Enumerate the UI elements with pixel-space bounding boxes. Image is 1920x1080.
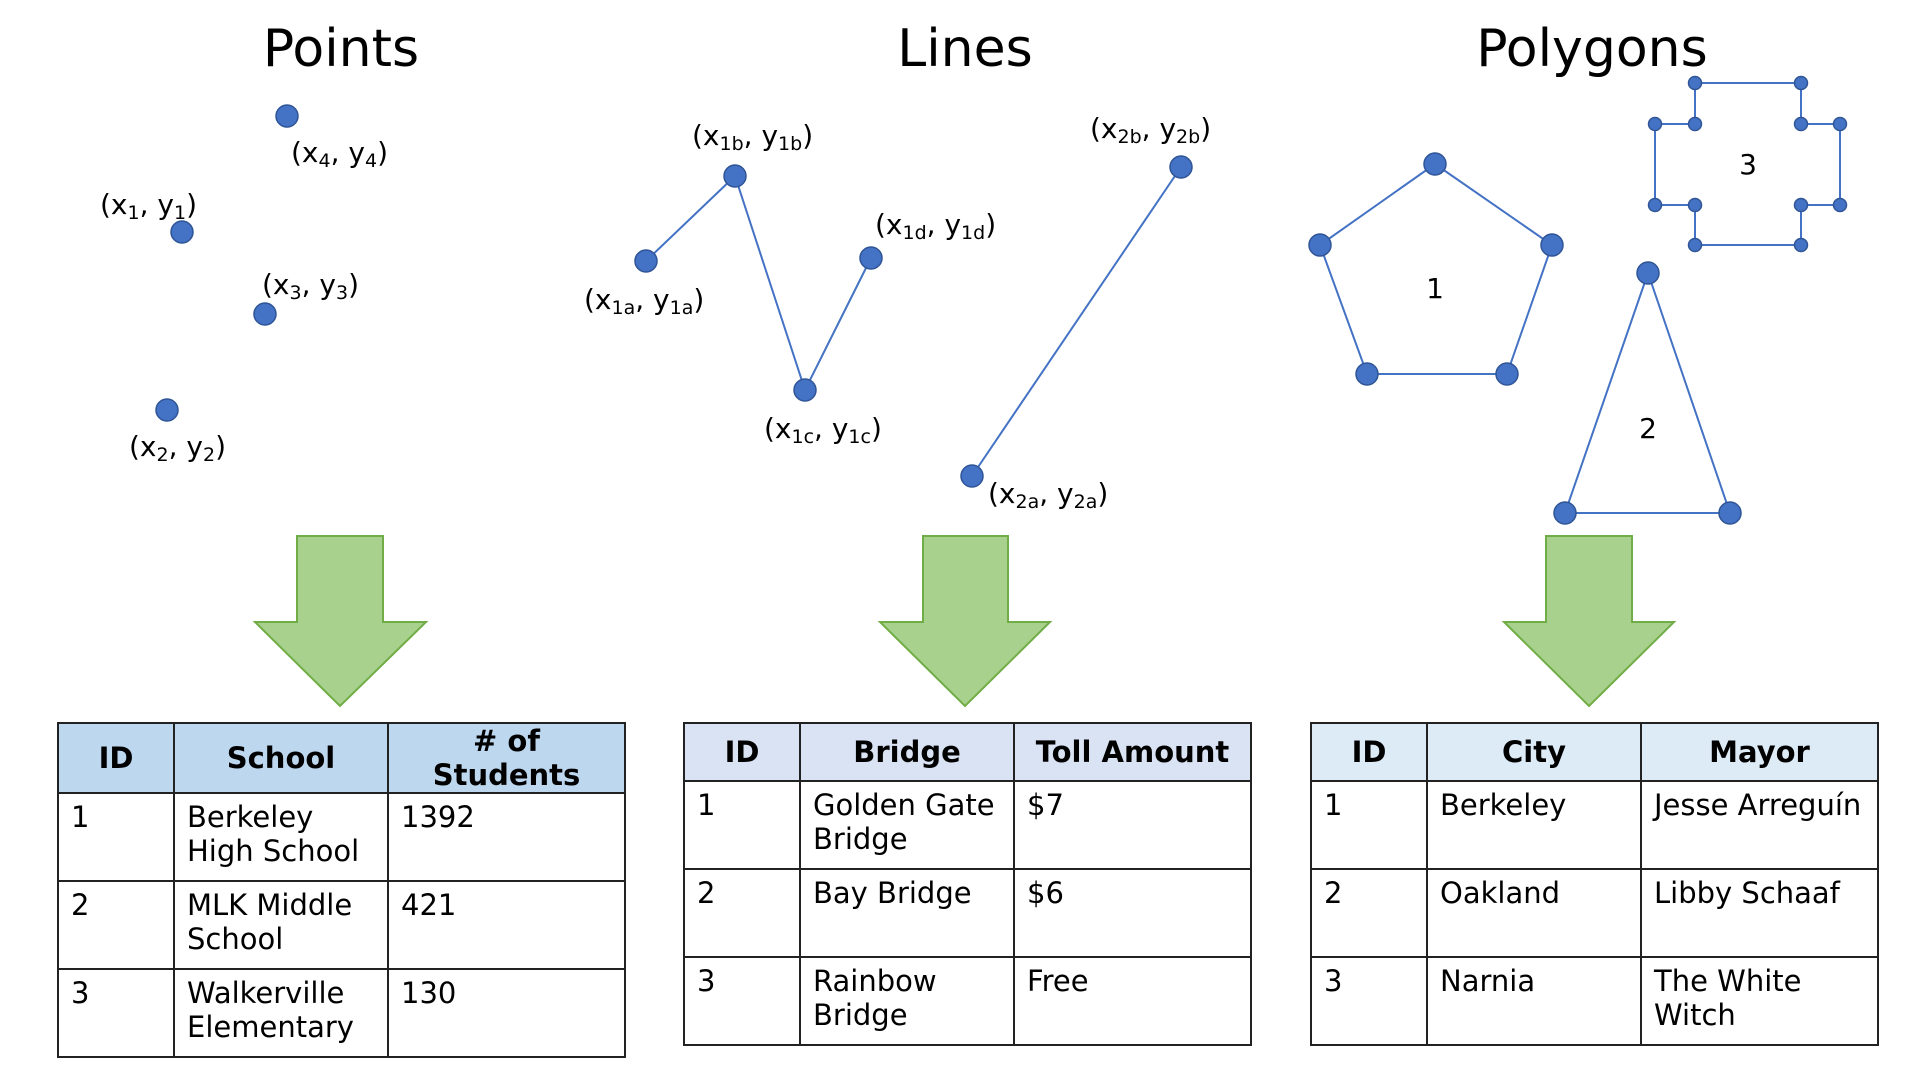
cell-school: Walkerville Elementary	[173, 968, 389, 1058]
polygon-1-vertex	[1308, 233, 1332, 257]
header-bridge: Bridge	[799, 722, 1015, 782]
cell-school: MLK Middle School	[173, 880, 389, 970]
point-4	[275, 104, 299, 128]
cell-mayor: Libby Schaaf	[1640, 868, 1879, 958]
header-mayor: Mayor	[1640, 722, 1879, 782]
header-id: ID	[57, 722, 175, 794]
polygon-1-vertex	[1495, 362, 1519, 386]
line-2	[971, 166, 1182, 477]
cell-id: 3	[1310, 956, 1428, 1046]
header-id: ID	[683, 722, 801, 782]
cell-mayor: Jesse Arreguín	[1640, 780, 1879, 870]
line-1-vertex-b	[723, 164, 747, 188]
polygon-3-label: 3	[1739, 148, 1757, 181]
point-2	[155, 398, 179, 422]
polygon-1	[1318, 162, 1554, 375]
lines-group	[634, 155, 1193, 488]
cell-id: 2	[57, 880, 175, 970]
line-1-vertex-a	[634, 249, 658, 273]
cell-school: Berkeley High School	[173, 792, 389, 882]
polygon-2-vertex	[1718, 501, 1742, 525]
cell-id: 2	[683, 868, 801, 958]
polygon-1-label: 1	[1426, 272, 1444, 305]
cell-toll: Free	[1013, 956, 1252, 1046]
arrow-down-icon	[252, 535, 429, 708]
cell-id: 2	[1310, 868, 1428, 958]
header-toll: Toll Amount	[1013, 722, 1252, 782]
cell-city: Berkeley	[1426, 780, 1642, 870]
point-4-label: (x4, y4)	[291, 136, 388, 172]
point-3-label: (x3, y3)	[262, 268, 359, 304]
table-header-row: ID Bridge Toll Amount	[683, 722, 1252, 782]
cell-city: Oakland	[1426, 868, 1642, 958]
header-city: City	[1426, 722, 1642, 782]
point-2-label: (x2, y2)	[129, 430, 226, 466]
polygon-1-vertex	[1540, 233, 1564, 257]
cell-toll: $7	[1013, 780, 1252, 870]
cell-id: 3	[683, 956, 801, 1046]
point-1-label: (x1, y1)	[100, 188, 197, 224]
polygon-2	[1563, 269, 1732, 514]
cell-students: 421	[387, 880, 626, 970]
lines-title: Lines	[897, 19, 1033, 79]
line-2-vertex-a	[960, 464, 984, 488]
cell-city: Narnia	[1426, 956, 1642, 1046]
polygon-2-vertex	[1553, 501, 1577, 525]
line-1-vertex-d	[859, 246, 883, 270]
cell-students: 1392	[387, 792, 626, 882]
line-1c-label: (x1c, y1c)	[764, 412, 882, 448]
polygons-title: Polygons	[1476, 19, 1708, 79]
cell-id: 3	[57, 968, 175, 1058]
polygons-group	[1308, 75, 1848, 525]
polygon-2-label: 2	[1639, 412, 1657, 445]
polygon-3-vertices	[1647, 75, 1848, 253]
cell-id: 1	[1310, 780, 1428, 870]
cell-id: 1	[57, 792, 175, 882]
arrow-down-icon	[877, 535, 1053, 708]
cell-bridge: Bay Bridge	[799, 868, 1015, 958]
polygon-1-vertex	[1355, 362, 1379, 386]
arrows-group	[252, 535, 1677, 708]
cell-bridge: Golden Gate Bridge	[799, 780, 1015, 870]
cell-toll: $6	[1013, 868, 1252, 958]
line-2a-label: (x2a, y2a)	[988, 477, 1109, 513]
point-1	[170, 220, 194, 244]
cell-students: 130	[387, 968, 626, 1058]
line-1d-label: (x1d, y1d)	[875, 208, 997, 244]
header-id: ID	[1310, 722, 1428, 782]
table-header-row: ID City Mayor	[1310, 722, 1879, 782]
table-header-row: ID School # of Students	[57, 722, 626, 794]
points-title: Points	[262, 19, 420, 79]
line-1	[645, 174, 872, 393]
polygon-1-vertex	[1423, 152, 1447, 176]
line-2b-label: (x2b, y2b)	[1090, 112, 1212, 148]
polygon-2-vertex	[1636, 261, 1660, 285]
arrow-down-icon	[1501, 535, 1677, 708]
cell-bridge: Rainbow Bridge	[799, 956, 1015, 1046]
points-group	[155, 104, 299, 422]
header-students: # of Students	[387, 722, 626, 794]
line-2-vertex-b	[1169, 155, 1193, 179]
line-1-vertex-c	[793, 378, 817, 402]
header-school: School	[173, 722, 389, 794]
line-1a-label: (x1a, y1a)	[584, 283, 705, 319]
point-3	[253, 302, 277, 326]
cell-id: 1	[683, 780, 801, 870]
cell-mayor: The White Witch	[1640, 956, 1879, 1046]
line-1b-label: (x1b, y1b)	[692, 119, 814, 155]
